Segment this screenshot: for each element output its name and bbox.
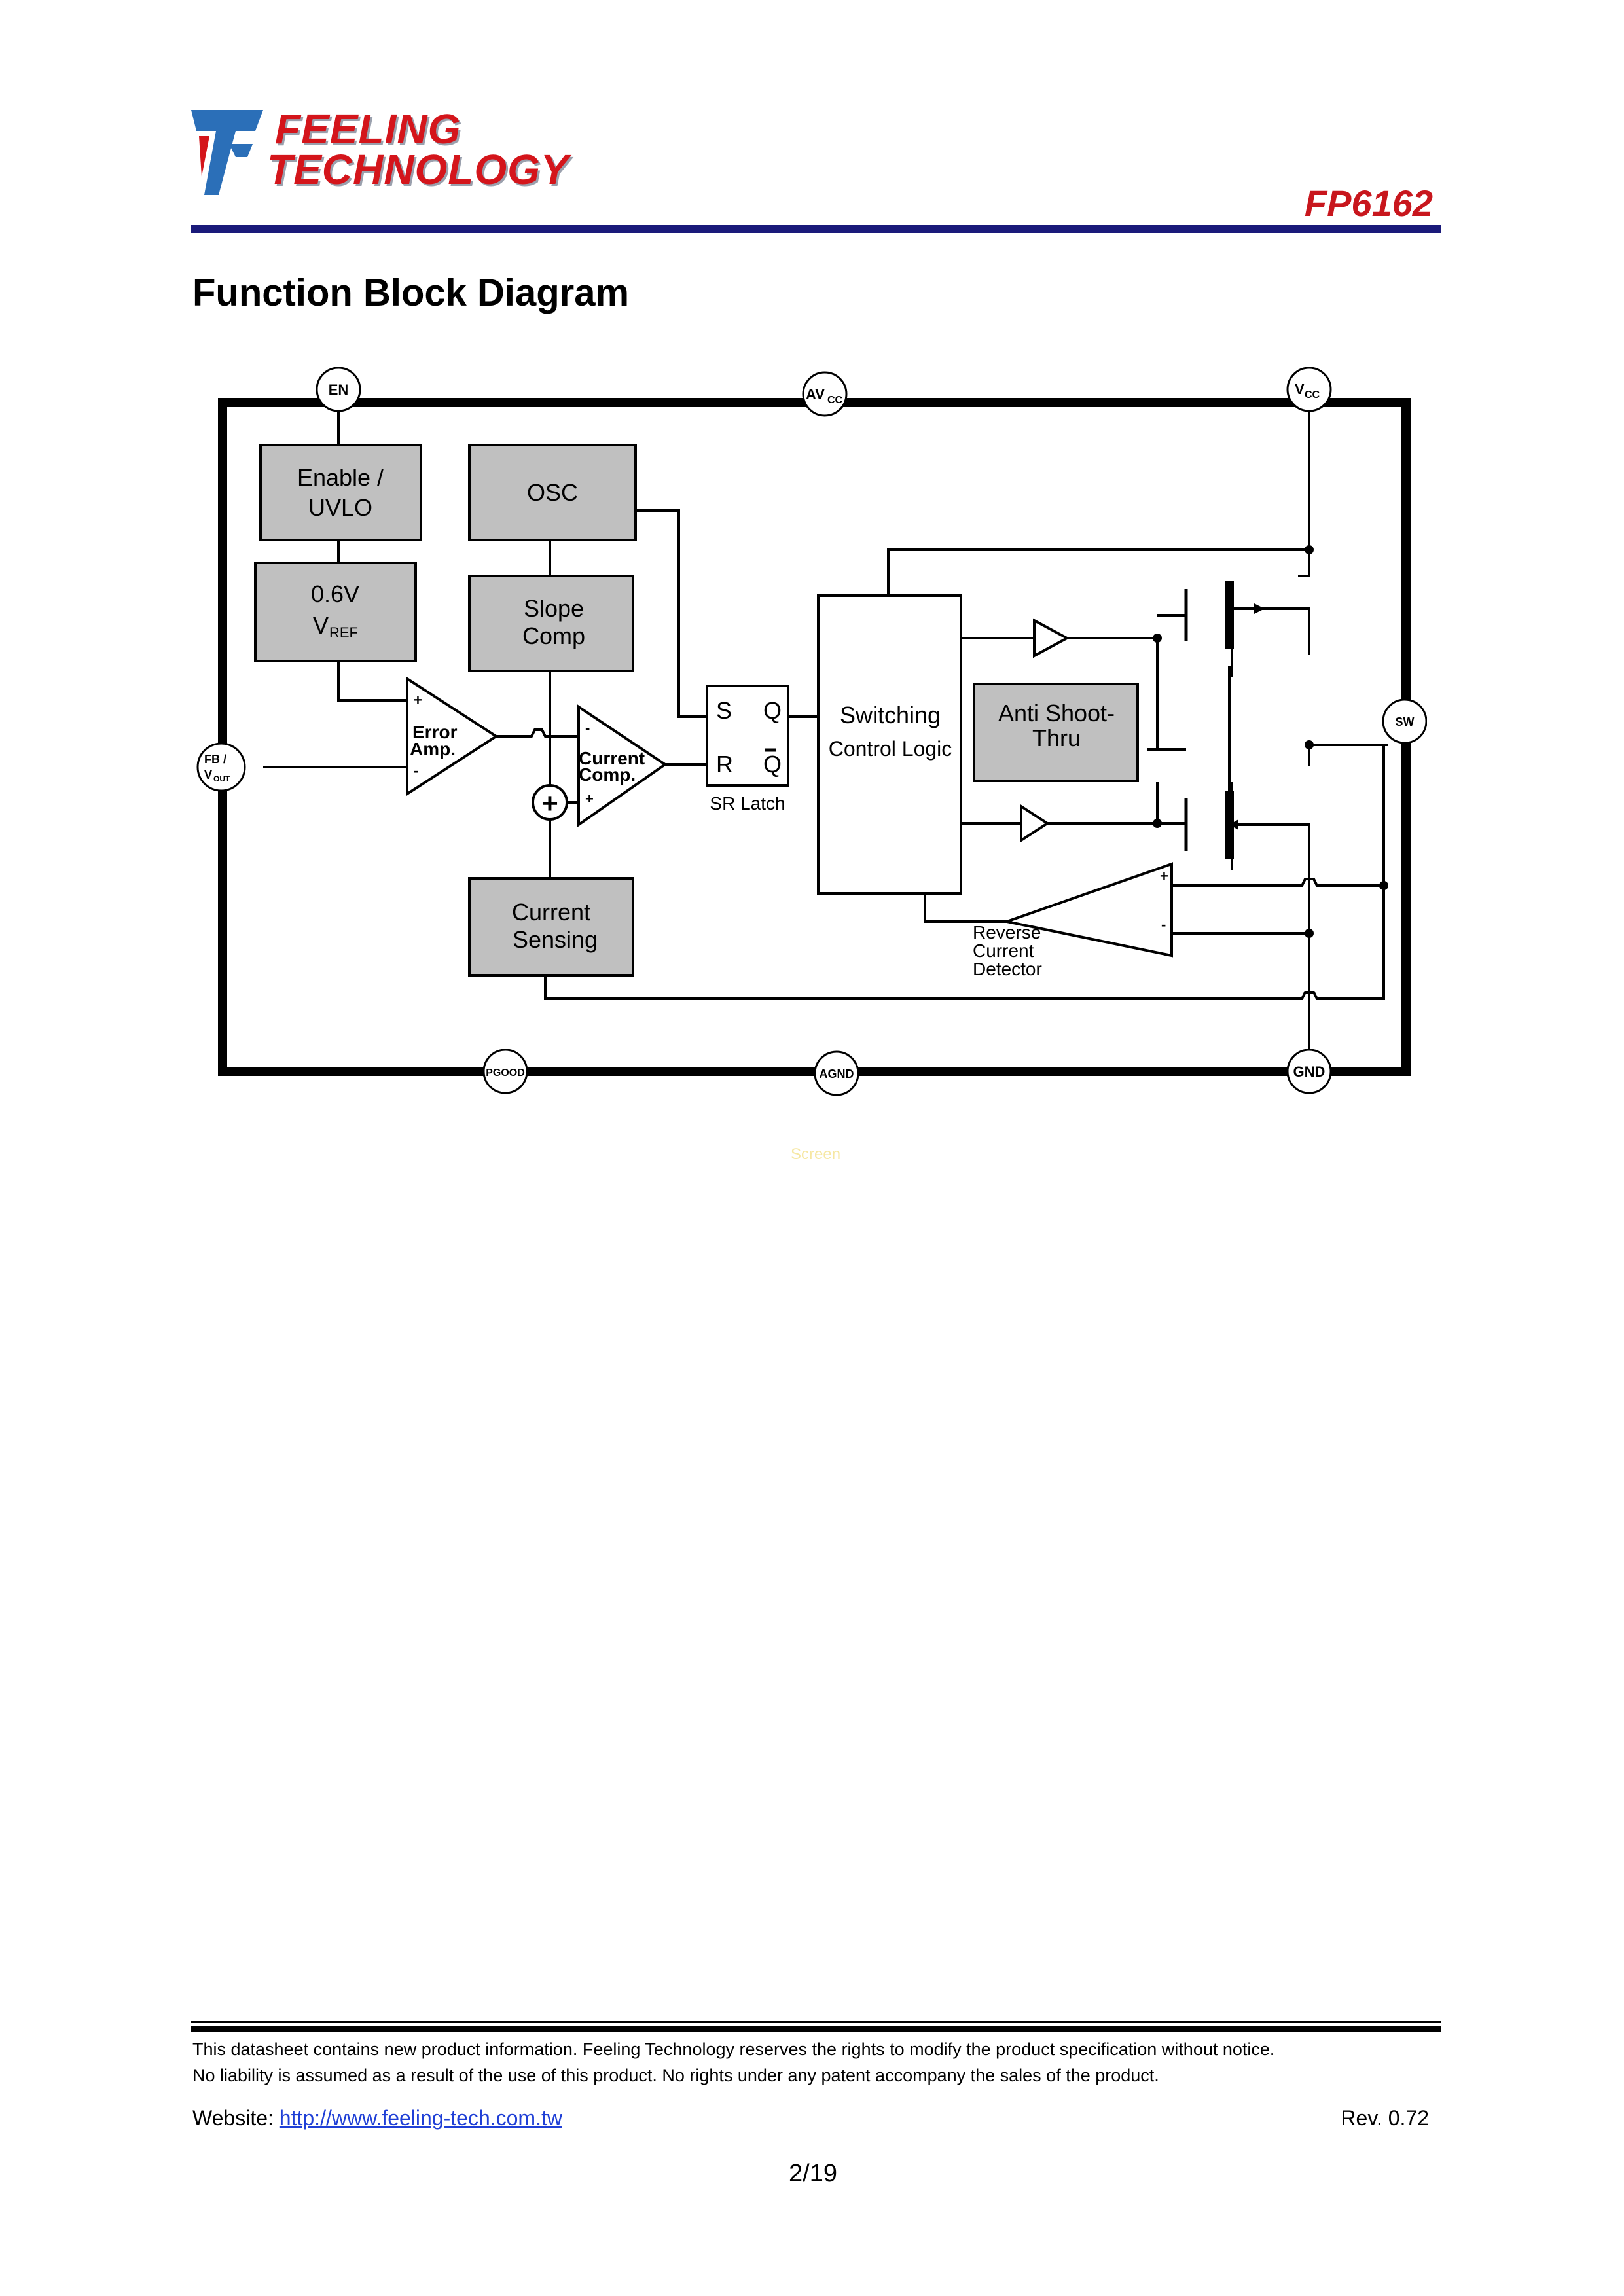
pin-pgood-label: PGOOD: [486, 1067, 525, 1079]
latch-qbar: Q: [763, 751, 782, 778]
latch-s: S: [716, 697, 732, 724]
current-comparator: - Current Comp. +: [577, 704, 668, 827]
page-number: 2/19: [789, 2160, 837, 2187]
watermark: Screen: [791, 1145, 841, 1163]
junction-dots: [1153, 545, 1388, 938]
current-sensing-block: Current Sensing: [468, 877, 634, 977]
header-divider: [191, 225, 1441, 233]
pin-fb-vout: FB / V OUT: [196, 742, 246, 792]
summing-node-plus: +: [541, 787, 558, 819]
switching-label-line1: Switching: [840, 702, 941, 728]
anti-shoot-label-line1: Anti Shoot-: [998, 700, 1115, 726]
footer-divider-thick: [191, 2026, 1441, 2032]
footer-disclaimer-line1: This datasheet contains new product info…: [192, 2039, 1275, 2059]
pin-vcc: V CC: [1286, 367, 1332, 412]
part-number: FP6162: [1304, 183, 1433, 224]
reverse-plus: +: [1160, 868, 1168, 884]
enable-label-line2: UVLO: [308, 494, 372, 521]
pin-en-label: EN: [329, 382, 349, 398]
section-title: Function Block Diagram: [192, 272, 630, 314]
error-amp-minus: -: [414, 762, 418, 779]
vref-block: 0.6V V REF: [254, 562, 417, 662]
pin-agnd-label: AGND: [820, 1067, 854, 1081]
logo-text-line2: TECHNOLOGY: [267, 146, 569, 193]
current-comp-label-line1: Current: [579, 748, 645, 768]
pin-avcc: AV CC: [802, 371, 848, 417]
slope-comp-block: Slope Comp: [468, 575, 634, 672]
pin-gnd: GND: [1286, 1049, 1332, 1094]
anti-shoot-thru-block: Anti Shoot- Thru: [973, 683, 1139, 782]
enable-uvlo-block: Enable / UVLO: [259, 444, 422, 541]
current-comp-plus: +: [585, 791, 594, 807]
pin-en: EN: [316, 367, 361, 412]
osc-block: OSC: [468, 444, 637, 541]
slope-label-line2: Comp: [522, 622, 585, 649]
latch-r: R: [716, 751, 733, 778]
current-sensing-label-line1: Current: [512, 899, 590, 925]
reverse-label-line3: Detector: [973, 959, 1042, 979]
pin-avcc-label: AV: [806, 386, 825, 403]
low-side-driver-icon: [1020, 804, 1050, 843]
switching-control-logic-block: Switching Control Logic: [817, 594, 962, 895]
footer-disclaimer-line2: No liability is assumed as a result of t…: [192, 2066, 1159, 2085]
pin-pgood: PGOOD: [482, 1049, 528, 1094]
osc-label: OSC: [527, 479, 578, 506]
reverse-minus: -: [1161, 916, 1166, 933]
low-side-mosfet-icon: [1184, 791, 1257, 859]
summing-node: +: [532, 784, 568, 821]
pin-vcc-subscript: CC: [1305, 389, 1320, 401]
reverse-label-line1: Reverse: [973, 922, 1041, 942]
footer-divider-thin: [191, 2021, 1441, 2023]
high-side-driver-icon: [1033, 618, 1070, 658]
sr-latch: S Q R Q SR Latch: [706, 685, 789, 814]
vref-label-subscript: REF: [329, 624, 358, 641]
pin-agnd: AGND: [814, 1050, 859, 1096]
pin-sw: SW: [1382, 698, 1427, 744]
slope-label-line1: Slope: [524, 595, 584, 622]
reverse-label-line2: Current: [973, 941, 1034, 961]
function-block-diagram: .w { stroke:#000; stroke-width:4; fill:n…: [196, 367, 1427, 1096]
enable-label-line1: Enable /: [297, 464, 384, 491]
logo-text-line1: FEELING: [275, 105, 461, 152]
error-amp-label-line2: Amp.: [410, 739, 456, 759]
reverse-current-detector: + - Reverse Current Detector: [973, 862, 1173, 979]
error-amp-plus: +: [414, 692, 422, 708]
website-link[interactable]: http://www.feeling-tech.com.tw: [279, 2106, 562, 2130]
current-comp-label-line2: Comp.: [579, 764, 636, 785]
error-amplifier: + Error Amp. -: [406, 676, 499, 797]
pin-sw-label: SW: [1396, 715, 1415, 728]
website-label: Website:: [192, 2106, 280, 2130]
current-comp-minus: -: [585, 720, 590, 736]
pin-vcc-label: V: [1295, 381, 1305, 397]
error-amp-label-line1: Error: [412, 722, 458, 742]
high-side-mosfet-icon: [1157, 581, 1265, 649]
anti-shoot-label-line2: Thru: [1032, 725, 1081, 751]
pin-gnd-label: GND: [1293, 1064, 1326, 1080]
current-sensing-label-line2: Sensing: [513, 926, 598, 953]
company-logo: FEELING TECHNOLOGY: [190, 105, 609, 203]
switching-label-line2: Control Logic: [829, 737, 952, 761]
vref-label-line2: V: [313, 612, 329, 639]
footer-website: Website: http://www.feeling-tech.com.tw: [192, 2106, 562, 2130]
logo-mark-icon: [191, 110, 263, 195]
pin-avcc-subscript: CC: [827, 395, 843, 406]
revision-label: Rev. 0.72: [1341, 2106, 1429, 2130]
latch-q: Q: [763, 697, 782, 724]
vref-label-line1: 0.6V: [311, 581, 359, 607]
pin-vout-subscript: OUT: [213, 774, 230, 783]
pin-fb-label: FB /: [204, 753, 226, 766]
pin-vout-label: V: [204, 768, 212, 781]
sr-latch-label: SR Latch: [710, 793, 785, 814]
